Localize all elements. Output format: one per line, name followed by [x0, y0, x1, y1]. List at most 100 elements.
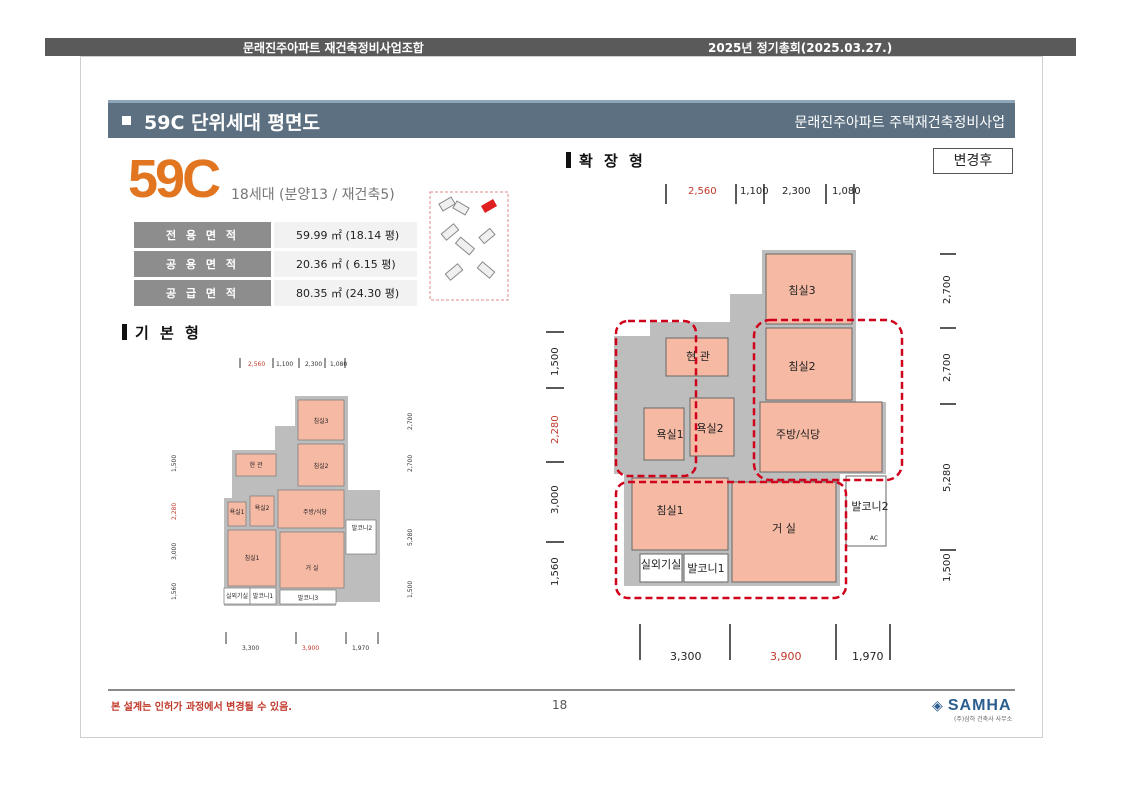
room-bed1 [227, 529, 277, 587]
label-bed2: 침실2 [314, 462, 329, 470]
dim-top-expanded: 1,100 [740, 186, 769, 197]
label-balcony1: 발코니1 [253, 592, 274, 600]
room-kitchen [759, 401, 883, 473]
room-balcony1 [683, 553, 729, 583]
room-bed2 [297, 443, 345, 487]
label-ac: AC [870, 535, 878, 542]
area-value: 20.36 ㎡ ( 6.15 평) [271, 251, 417, 277]
area-label: 공 용 면 적 [134, 251, 271, 277]
dim-bottom-expanded: 1,970 [852, 650, 884, 663]
slide-page [80, 56, 1043, 738]
project-name: 문래진주아파트 주택재건축정비사업 [794, 115, 1005, 131]
footer-disclaimer: 본 설계는 인허가 과정에서 변경될 수 있음. [111, 702, 293, 713]
room-bath1 [643, 407, 685, 461]
dim-left-basic: 1,500 [171, 455, 178, 472]
table-row: 공 용 면 적 20.36 ㎡ ( 6.15 평) [134, 251, 417, 277]
dim-right-basic: 2,700 [407, 455, 414, 472]
label-balcony2: 발코니2 [851, 500, 888, 513]
footer-rule [108, 689, 1015, 691]
room-living [279, 531, 345, 589]
top-header-bar: 문래진주아파트 재건축정비사업조합 2025년 정기총회(2025.03.27.… [45, 38, 1076, 56]
label-balcony1: 발코니1 [687, 562, 724, 575]
dim-left-expanded: 1,560 [550, 557, 561, 586]
dim-top-expanded: 2,560 [688, 186, 717, 197]
room-outdoor [639, 553, 683, 583]
heading-bar-icon [566, 152, 571, 168]
label-bed2: 침실2 [788, 360, 815, 373]
room-bed1 [631, 477, 729, 551]
room-bed2 [765, 327, 853, 401]
label-bath2: 욕실2 [696, 422, 723, 435]
label-entrance: 현 관 [250, 461, 263, 469]
slide-title: 59C 단위세대 평면도 [144, 112, 320, 134]
header-association: 문래진주아파트 재건축정비사업조합 [243, 41, 424, 55]
company-logo: ◈ SAMHA (주)삼하 건축사 사무소 [932, 695, 1012, 723]
label-bed1: 침실1 [656, 504, 683, 517]
dim-left-basic: 1,560 [171, 583, 178, 600]
household-count: 18세대 (분양13 / 재건축5) [231, 187, 395, 203]
room-balcony3 [279, 589, 337, 605]
dim-top-basic: 1,100 [276, 361, 293, 368]
page-number: 18 [552, 698, 568, 712]
dim-bottom-expanded: 3,900 [770, 650, 802, 663]
section-expanded-heading: 확 장 형 [566, 150, 646, 171]
dim-top-basic: 1,080 [330, 361, 347, 368]
label-bath2: 욕실2 [255, 504, 270, 512]
area-value: 59.99 ㎡ (18.14 평) [271, 222, 417, 248]
label-bed3: 침실3 [314, 417, 329, 425]
room-bath1 [227, 501, 247, 527]
bullet-square-icon [122, 116, 131, 125]
dim-top-basic: 2,300 [305, 361, 322, 368]
room-living [731, 481, 837, 583]
samha-logo-icon: ◈ [932, 698, 943, 714]
label-balcony2: 발코니2 [352, 524, 373, 532]
area-label: 전 용 면 적 [134, 222, 271, 248]
table-row: 공 급 면 적 80.35 ㎡ (24.30 평) [134, 280, 417, 306]
room-kitchen [277, 489, 345, 529]
label-entrance: 현 관 [686, 350, 710, 363]
dim-top-expanded: 1,080 [832, 186, 861, 197]
unit-type: 59C [128, 149, 221, 209]
expanded-floor-plan: 2,560 1,100 2,300 1,080 3,300 3,900 1,97… [546, 184, 956, 663]
slide-title-bar: 59C 단위세대 평면도 문래진주아파트 주택재건축정비사업 [108, 100, 1015, 138]
basic-floor-plan: 2,560 1,100 2,300 1,080 3,300 3,900 1,97… [171, 358, 414, 652]
dim-right-expanded: 2,700 [942, 275, 953, 304]
changed-badge: 변경후 [933, 148, 1013, 174]
dim-left-expanded: 2,280 [550, 415, 561, 444]
label-outdoor: 실외기실 [226, 592, 248, 600]
label-balcony3: 발코니3 [298, 594, 319, 602]
area-label: 공 급 면 적 [134, 280, 271, 306]
label-bed3: 침실3 [788, 284, 815, 297]
dim-bottom-basic: 3,900 [302, 645, 319, 652]
room-bed3 [765, 253, 853, 325]
dim-left-basic: 2,280 [171, 503, 178, 520]
label-kitchen: 주방/식당 [303, 508, 328, 516]
label-living: 거 실 [306, 564, 319, 572]
dim-left-expanded: 3,000 [550, 485, 561, 514]
section-expanded-label: 확 장 형 [579, 152, 646, 170]
room-balcony2 [345, 519, 377, 555]
label-living: 거 실 [772, 522, 796, 535]
dim-left-expanded: 1,500 [550, 347, 561, 376]
highlight-bed2-kitchen [752, 318, 904, 482]
dim-bottom-basic: 3,300 [242, 645, 259, 652]
dim-right-expanded: 1,500 [942, 553, 953, 582]
dim-right-expanded: 2,700 [942, 353, 953, 382]
site-key-map [429, 191, 509, 301]
dim-right-basic: 1,500 [407, 581, 414, 598]
current-unit-marker [480, 199, 498, 213]
section-basic-heading: 기 본 형 [122, 322, 202, 343]
label-bath1: 욕실1 [656, 428, 683, 441]
section-basic-label: 기 본 형 [135, 324, 202, 342]
dim-top-expanded: 2,300 [782, 186, 811, 197]
logo-subtitle: (주)삼하 건축사 사무소 [954, 716, 1013, 723]
logo-wordmark: SAMHA [947, 697, 1012, 714]
heading-bar-icon [122, 324, 127, 340]
dim-right-expanded: 5,280 [942, 463, 953, 492]
highlight-bed1-living [614, 480, 848, 600]
room-bath2 [689, 397, 735, 457]
label-bed1: 침실1 [245, 554, 260, 562]
area-table: 전 용 면 적 59.99 ㎡ (18.14 평) 공 용 면 적 20.36 … [134, 219, 417, 309]
dim-left-basic: 3,000 [171, 543, 178, 560]
room-entrance [235, 453, 277, 477]
